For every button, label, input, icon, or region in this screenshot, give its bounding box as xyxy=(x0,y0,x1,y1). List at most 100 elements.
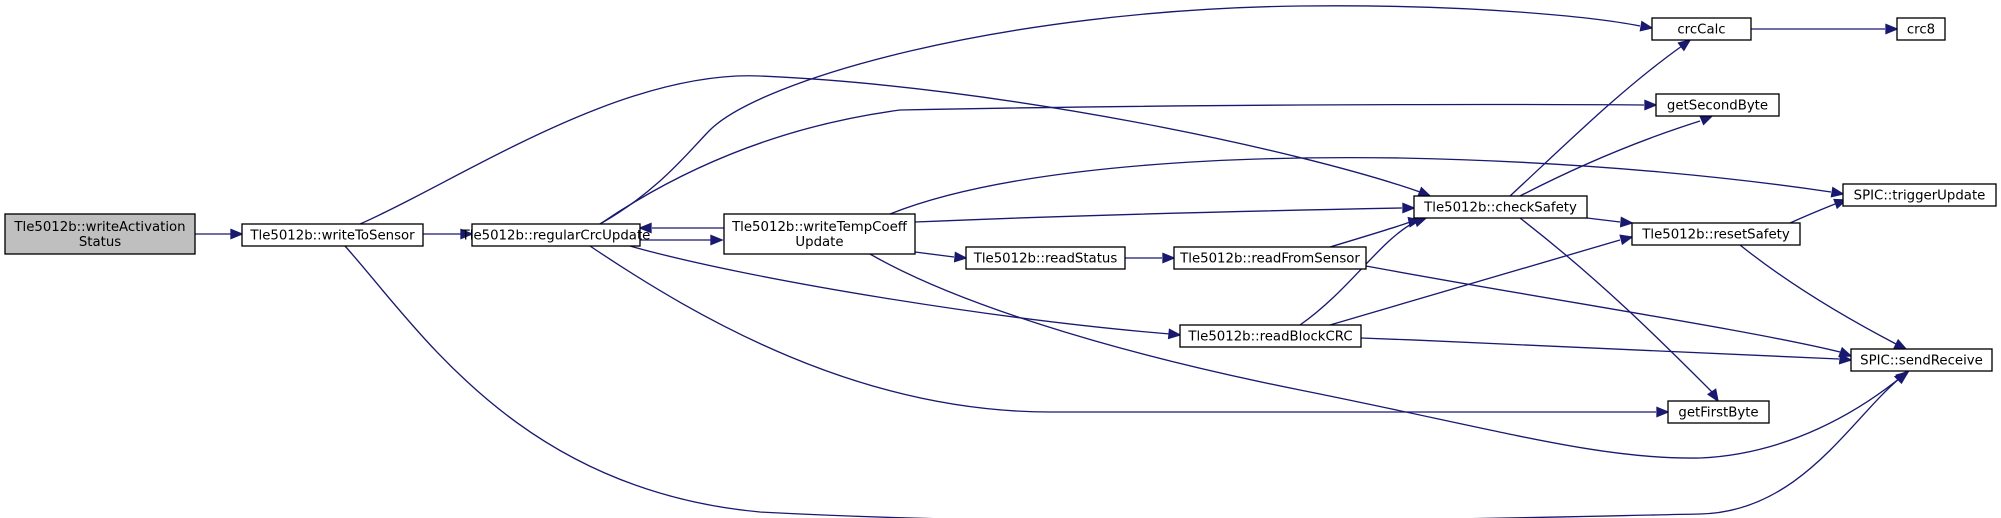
arrowhead xyxy=(1706,388,1719,403)
edges-layer xyxy=(195,5,1910,518)
arrowhead xyxy=(230,228,244,240)
edge-writeTempCoeffUpdate-to-sendReceive xyxy=(869,253,1910,459)
node-label: SPIC::sendReceive xyxy=(1860,354,1983,369)
node-box xyxy=(1179,324,1362,348)
node-label: Update xyxy=(795,235,843,250)
node-label: Tle5012b::readFromSensor xyxy=(1179,252,1360,267)
arrowhead xyxy=(953,251,968,263)
node-box xyxy=(471,223,641,247)
edge-readBlockCRC-to-checkSafety xyxy=(1299,216,1428,326)
node-label: Tle5012b::writeActivation xyxy=(13,220,185,235)
node-box xyxy=(1655,93,1780,117)
node-crc8[interactable]: crc8 xyxy=(1896,17,1946,41)
edge-line xyxy=(1365,265,1841,353)
edge-line xyxy=(1519,217,1713,393)
arrowhead xyxy=(1893,338,1908,350)
edge-line xyxy=(914,207,1403,223)
node-label: Tle5012b::readBlockCRC xyxy=(1187,330,1352,345)
node-label: Tle5012b::checkSafety xyxy=(1423,201,1577,216)
edge-line xyxy=(599,5,1641,225)
arrowhead xyxy=(1838,353,1853,365)
node-crcCalc[interactable]: crcCalc xyxy=(1651,17,1752,41)
edge-readFromSensor-to-checkSafety xyxy=(1329,216,1422,248)
node-box xyxy=(965,246,1126,270)
edge-line xyxy=(914,251,955,258)
edge-readBlockCRC-to-resetSafety xyxy=(1329,234,1634,326)
node-box xyxy=(1413,195,1588,219)
arrowhead xyxy=(1413,216,1428,228)
node-readBlockCRC[interactable]: Tle5012b::readBlockCRC xyxy=(1179,324,1362,348)
arrowhead xyxy=(1619,234,1634,246)
arrowhead xyxy=(460,228,474,240)
node-label: getSecondByte xyxy=(1667,99,1768,114)
edge-readStatus-to-readFromSensor xyxy=(1125,252,1176,264)
edge-line xyxy=(869,253,1901,459)
arrowhead xyxy=(710,234,724,246)
node-label: getFirstByte xyxy=(1678,406,1758,421)
edge-writeTempCoeffUpdate-to-regularCrcUpdate xyxy=(638,222,724,234)
node-getFirstByte[interactable]: getFirstByte xyxy=(1667,400,1770,424)
node-box xyxy=(1850,348,1993,372)
edge-writeTempCoeffUpdate-to-readStatus xyxy=(914,251,968,263)
arrowhead xyxy=(1644,99,1658,111)
node-regularCrcUpdate[interactable]: Tle5012b::regularCrcUpdate xyxy=(461,223,651,247)
edge-line xyxy=(359,75,1421,225)
node-label: Tle5012b::regularCrcUpdate xyxy=(461,229,651,244)
arrowhead xyxy=(1167,328,1182,340)
node-label: crc8 xyxy=(1907,23,1935,38)
node-sendReceive[interactable]: SPIC::sendReceive xyxy=(1850,348,1993,372)
edge-line xyxy=(1360,337,1840,360)
node-checkSafety[interactable]: Tle5012b::checkSafety xyxy=(1413,195,1588,219)
edge-writeToSensor-to-checkSafety xyxy=(359,75,1432,225)
arrowhead xyxy=(638,222,652,234)
edge-line xyxy=(1329,221,1411,248)
node-box xyxy=(1631,222,1801,246)
edge-crcCalc-to-crc8 xyxy=(1751,23,1899,35)
edge-line xyxy=(1586,217,1621,223)
arrowhead xyxy=(1885,23,1899,35)
arrowhead xyxy=(1619,216,1634,228)
edge-readFromSensor-to-sendReceive xyxy=(1365,265,1853,358)
node-label: Tle5012b::readStatus xyxy=(973,252,1118,267)
node-readStatus[interactable]: Tle5012b::readStatus xyxy=(965,246,1126,270)
edge-writeToSensor-to-sendReceive xyxy=(344,245,1908,518)
edge-line xyxy=(1299,221,1416,326)
edge-resetSafety-to-sendReceive xyxy=(1739,244,1908,350)
edge-writeToSensor-to-regularCrcUpdate xyxy=(423,228,474,240)
node-box xyxy=(4,213,196,255)
edge-writeTempCoeffUpdate-to-triggerUpdate xyxy=(889,156,1845,215)
node-getSecondByte[interactable]: getSecondByte xyxy=(1655,93,1780,117)
node-box xyxy=(1896,17,1946,41)
node-label: Tle5012b::writeTempCoeff xyxy=(731,220,908,235)
edge-line xyxy=(629,245,1171,335)
edge-readBlockCRC-to-sendReceive xyxy=(1360,337,1853,365)
node-box xyxy=(1173,246,1367,270)
node-box xyxy=(1667,400,1770,424)
edge-writeTempCoeffUpdate-to-checkSafety xyxy=(914,202,1416,223)
node-writeToSensor[interactable]: Tle5012b::writeToSensor xyxy=(241,223,424,247)
arrowhead xyxy=(1656,406,1670,418)
node-label: Tle5012b::writeToSensor xyxy=(249,229,415,244)
arrowhead xyxy=(1162,252,1176,264)
arrowhead xyxy=(1830,186,1845,198)
node-readFromSensor[interactable]: Tle5012b::readFromSensor xyxy=(1173,246,1367,270)
node-triggerUpdate[interactable]: SPIC::triggerUpdate xyxy=(1842,183,1997,207)
node-box xyxy=(1651,17,1752,41)
node-label: Tle5012b::resetSafety xyxy=(1641,228,1790,243)
node-box xyxy=(723,213,916,255)
arrowhead xyxy=(1417,186,1432,197)
arrowhead xyxy=(1402,202,1416,214)
edge-checkSafety-to-getSecondByte xyxy=(1519,115,1714,197)
node-resetSafety[interactable]: Tle5012b::resetSafety xyxy=(1631,222,1801,246)
edge-line xyxy=(1509,45,1683,197)
node-label: SPIC::triggerUpdate xyxy=(1854,189,1986,204)
edge-line xyxy=(1739,244,1897,345)
edge-line xyxy=(344,245,1901,518)
edge-line xyxy=(599,103,1645,225)
arrowhead xyxy=(1639,20,1654,32)
edge-checkSafety-to-crcCalc xyxy=(1509,38,1692,197)
edge-line xyxy=(889,156,1832,215)
